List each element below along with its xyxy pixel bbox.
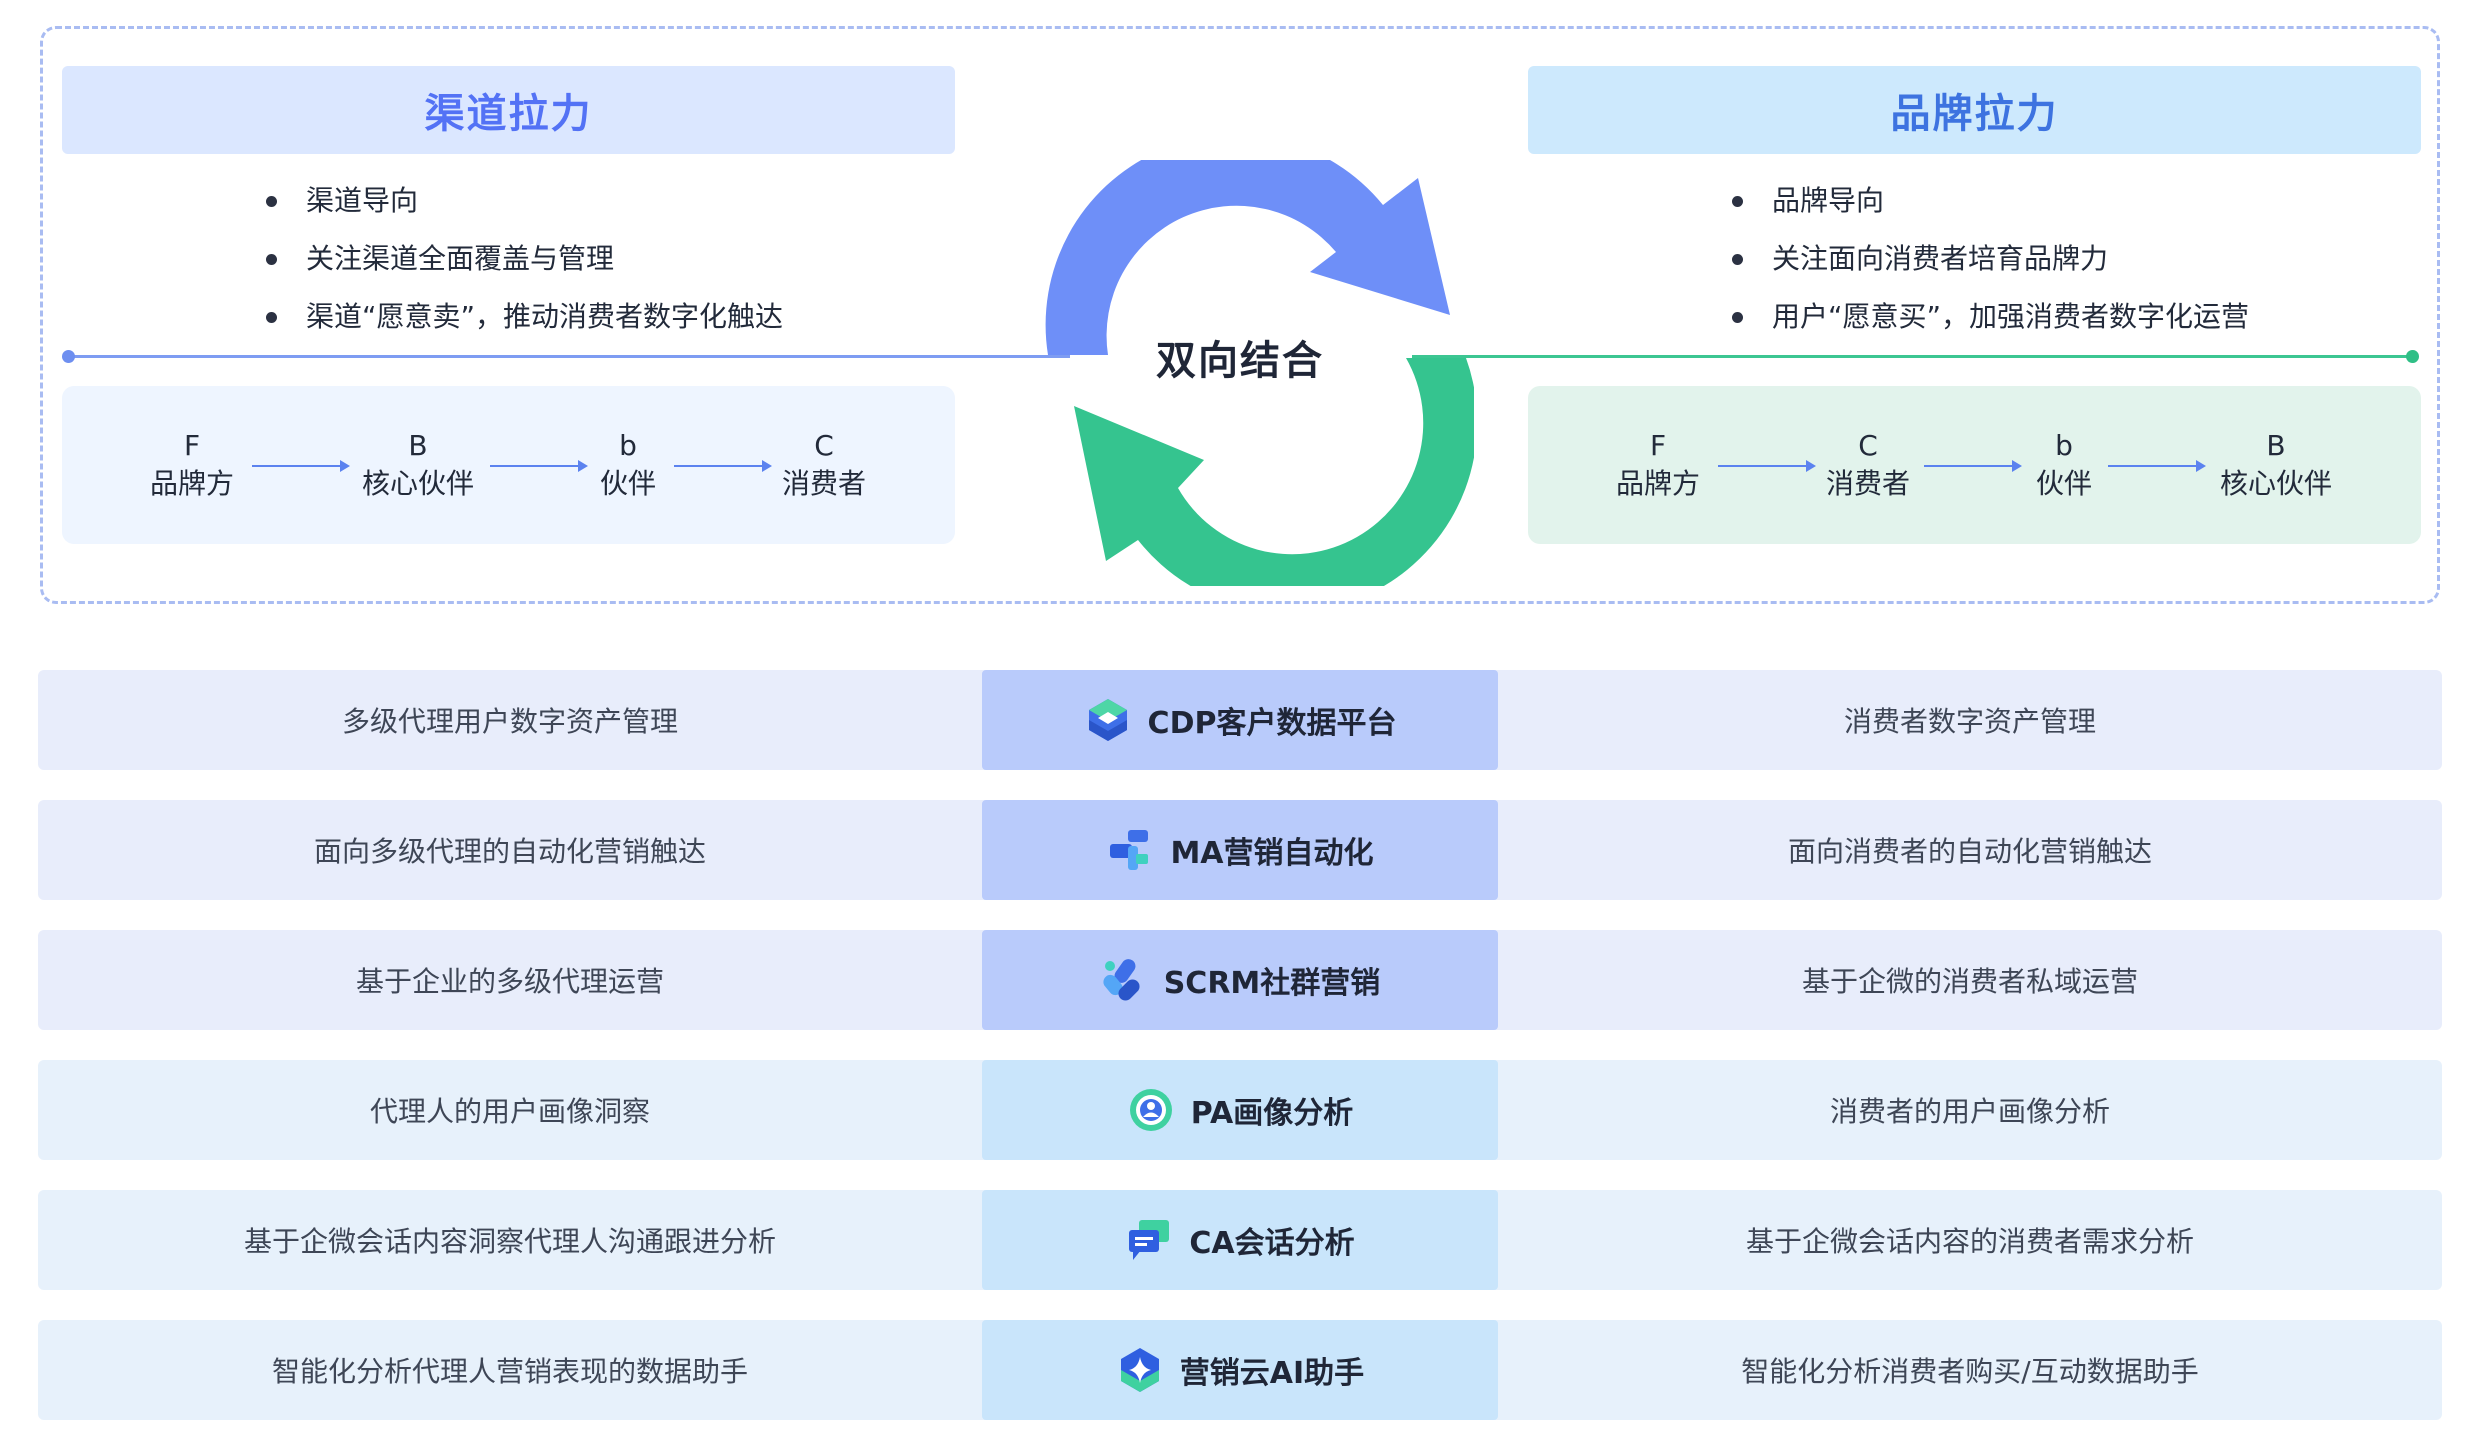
flow-arrow-icon [252, 460, 350, 472]
left-divider-line [66, 355, 1070, 358]
product-name: PA画像分析 [1190, 1096, 1354, 1131]
flow-arrow-icon [490, 460, 588, 472]
bullet-item: 用户“愿意买”，加强消费者数字化运营 [1728, 294, 2249, 352]
agent-capability: 面向多级代理的自动化营销触达 [313, 835, 706, 868]
consumer-capability: 智能化分析消费者购买/互动数据助手 [1741, 1355, 2199, 1388]
consumer-capability: 消费者数字资产管理 [1843, 705, 2096, 738]
flow-arrow-icon [1718, 460, 1816, 472]
agent-capability: 基于企业的多级代理运营 [355, 965, 664, 998]
right-divider-dot [2406, 350, 2419, 363]
product-name: SCRM社群营销 [1163, 966, 1381, 1001]
flow-arrow-icon [2108, 460, 2206, 472]
agent-capability: 代理人的用户画像洞察 [369, 1095, 650, 1128]
product-ma: MA营销自动化 [982, 800, 1498, 900]
cdp-cube-icon [1088, 699, 1127, 741]
product-name: CA会话分析 [1189, 1226, 1355, 1261]
agent-capability: 基于企微会话内容洞察代理人沟通跟进分析 [243, 1225, 776, 1258]
bullet-item: 渠道导向 [262, 178, 783, 236]
product-pa: PA画像分析 [982, 1060, 1498, 1160]
capability-row: 智能化分析代理人营销表现的数据助手 营销云AI助手 智能化分析消费者购买/互动数… [38, 1320, 2442, 1420]
capability-row: 多级代理用户数字资产管理 CDP客户数据平台 消费者数字资产管理 [38, 670, 2442, 770]
ai-assistant-icon [1120, 1348, 1159, 1392]
bullet-item: 渠道“愿意卖”，推动消费者数字化触达 [262, 294, 783, 352]
flow-arrow-icon [1924, 460, 2022, 472]
ca-chat-icon [1129, 1220, 1170, 1260]
brand-pull-title: 品牌拉力 [1528, 66, 2421, 154]
dual-combination-label: 双向结合 [1156, 338, 1324, 384]
bullet-item: 关注渠道全面覆盖与管理 [262, 236, 783, 294]
dual-pull-panel [40, 26, 2440, 604]
channel-pull-bullets: 渠道导向 关注渠道全面覆盖与管理 渠道“愿意卖”，推动消费者数字化触达 [262, 178, 783, 352]
consumer-capability: 消费者的用户画像分析 [1829, 1095, 2110, 1128]
bullet-item: 品牌导向 [1728, 178, 2249, 236]
product-name: CDP客户数据平台 [1147, 706, 1397, 741]
agent-capability: 智能化分析代理人营销表现的数据助手 [271, 1355, 748, 1388]
left-divider-dot [62, 350, 75, 363]
ma-automation-icon [1110, 830, 1149, 870]
scrm-community-icon [1103, 959, 1140, 1001]
pa-portrait-icon [1129, 1089, 1172, 1131]
capability-row: 面向多级代理的自动化营销触达 MA营销自动化 面向消费者的自动化营销触达 [38, 800, 2442, 900]
blue-cycle-arrow-icon [1045, 160, 1450, 355]
brand-pull-bullets: 品牌导向 关注面向消费者培育品牌力 用户“愿意买”，加强消费者数字化运营 [1728, 178, 2249, 352]
green-cycle-arrow-icon [1074, 358, 1474, 586]
consumer-capability: 基于企微的消费者私域运营 [1801, 965, 2138, 998]
channel-pull-title: 渠道拉力 [62, 66, 955, 154]
capability-row: 代理人的用户画像洞察 PA画像分析 消费者的用户画像分析 [38, 1060, 2442, 1160]
capability-row: 基于企微会话内容洞察代理人沟通跟进分析 CA会话分析 基于企微会话内容的消费者需… [38, 1190, 2442, 1290]
product-cdp: CDP客户数据平台 [982, 670, 1498, 770]
product-ai-assistant: 营销云AI助手 [982, 1320, 1498, 1420]
cycle-arrows-icon [1045, 160, 1474, 586]
flow-arrow-icon [674, 460, 772, 472]
bullet-item: 关注面向消费者培育品牌力 [1728, 236, 2249, 294]
product-scrm: SCRM社群营销 [982, 930, 1498, 1030]
product-ca: CA会话分析 [982, 1190, 1498, 1290]
product-name: 营销云AI助手 [1179, 1356, 1365, 1391]
consumer-capability: 基于企微会话内容的消费者需求分析 [1745, 1225, 2194, 1258]
product-name: MA营销自动化 [1170, 836, 1374, 871]
consumer-capability: 面向消费者的自动化营销触达 [1787, 835, 2152, 868]
right-divider-line [1412, 355, 2412, 358]
capability-row: 基于企业的多级代理运营 SCRM社群营销 基于企微的消费者私域运营 [38, 930, 2442, 1030]
agent-capability: 多级代理用户数字资产管理 [341, 705, 678, 738]
